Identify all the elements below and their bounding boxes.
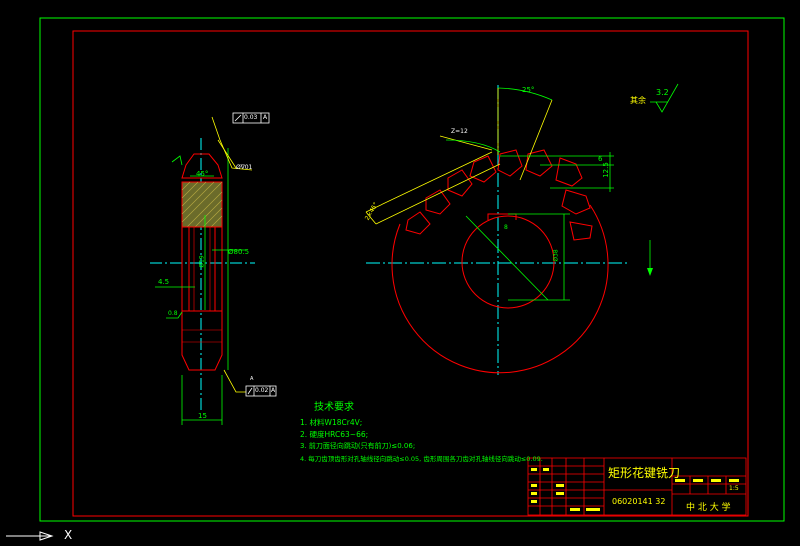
title-block-small-text: [531, 468, 739, 511]
title-scale: 1:5: [729, 485, 739, 492]
side-top-angle: 45°: [196, 170, 209, 178]
gdt-frame-bottom: [245, 385, 277, 397]
roughness-symbol-side: [166, 311, 183, 319]
side-roughness-label: 0.8: [168, 310, 178, 317]
ucs-x-label: X: [64, 528, 73, 542]
title-drawing-no: 06020141 32: [612, 497, 666, 506]
dim-angle-arc: [497, 87, 553, 101]
dim-inclined: [365, 135, 501, 225]
bore-circle: [461, 215, 555, 309]
gdt-bottom-value: 0.02: [255, 387, 269, 394]
outer-border: [39, 17, 785, 522]
datum-symbol-top: [171, 155, 183, 166]
side-dim-dia: Ø80.5: [228, 248, 250, 256]
gdt-top-datum: A: [263, 114, 268, 121]
side-hatched-section: [181, 181, 223, 228]
title-part-name: 矩形花键铣刀: [608, 466, 681, 480]
tech-req-item-3: 3. 前刀面径向跳动(只有前刀)≤0.06;: [300, 442, 416, 450]
cutter-outer-arc: [391, 204, 609, 374]
side-dim-4-5: 4.5: [158, 278, 170, 286]
front-view: [365, 83, 679, 375]
front-dim-6: 6: [598, 155, 603, 163]
side-dim-inner: Ø19: [198, 255, 206, 268]
keyway: [487, 213, 517, 220]
front-dim-12-5: 12.5: [601, 162, 610, 178]
front-dim-key: 8: [504, 224, 508, 231]
roughness-symbol: [655, 83, 679, 113]
hatch-lines: [181, 181, 223, 228]
leader-top: [211, 116, 253, 171]
side-body: [181, 226, 223, 312]
title-school: 中 北 大 学: [686, 503, 731, 513]
title-block: [527, 457, 747, 516]
side-view: [150, 112, 277, 425]
side-datum-label: A: [250, 376, 254, 382]
tech-req-item-1: 1. 材料W18Cr4V;: [300, 418, 363, 427]
gdt-frame-top: [232, 112, 270, 124]
tech-req-heading: 技术要求: [314, 402, 354, 413]
gdt-bottom-datum: A: [271, 387, 276, 394]
front-leader-note: Z=12: [451, 128, 468, 135]
gdt-top-value: 0.03: [244, 114, 258, 121]
inner-border: [72, 30, 749, 517]
side-bottom-tooth: [181, 310, 223, 371]
roughness-note-value: 3.2: [656, 88, 669, 97]
leader-bottom: [223, 369, 246, 393]
ucs-icon: [6, 531, 54, 541]
front-angle-top: 25°: [522, 86, 535, 94]
tech-req-item-4: 4. 每刀齿顶齿形对孔轴线径向跳动≤0.05, 齿形周围各刀齿对孔轴线径向跳动≤…: [300, 455, 543, 463]
side-top-tooth: [181, 153, 223, 179]
side-chamfer-label: Ø∇01: [236, 164, 253, 171]
cutter-teeth: [405, 149, 593, 241]
side-dim-width: 15: [198, 412, 207, 420]
front-dim-bore: Ø38: [552, 249, 560, 262]
roughness-note-label: 其余: [630, 96, 646, 105]
tech-req-item-2: 2. 硬度HRC63~66;: [300, 430, 369, 439]
dim-bore-line: [465, 215, 549, 301]
